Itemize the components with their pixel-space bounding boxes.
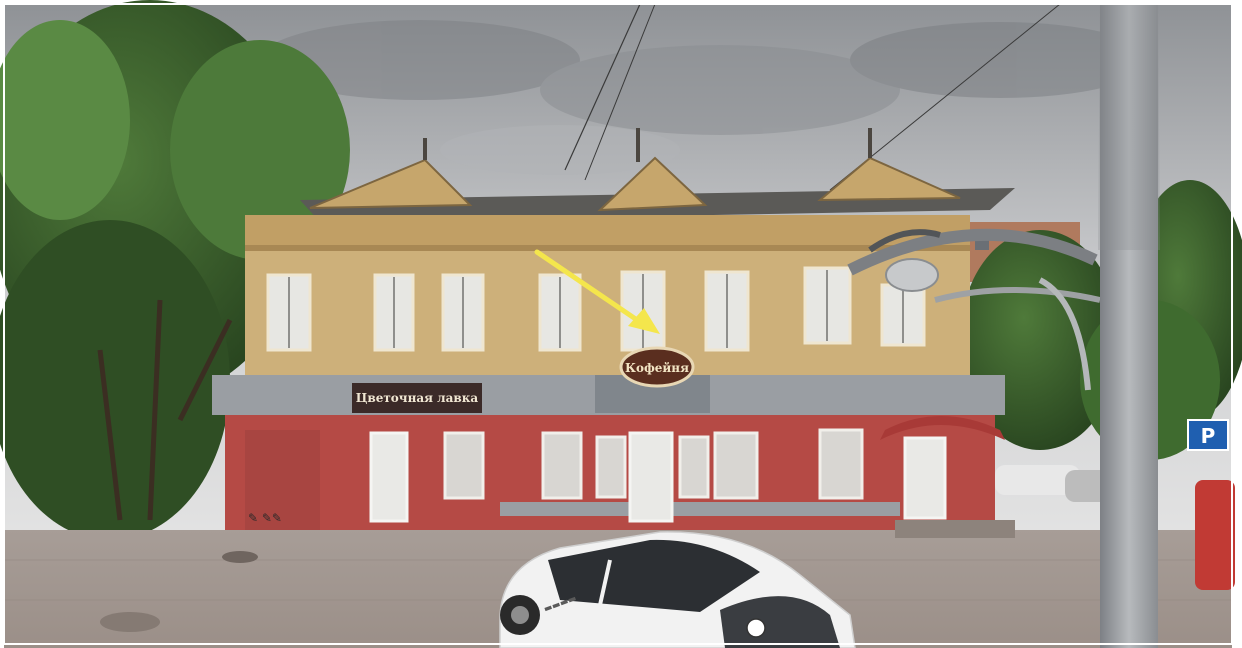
- coffee-shop-sign: Кофейня: [619, 346, 695, 388]
- flower-shop-sign: Цветочная лавка: [352, 383, 482, 413]
- door-right: [903, 436, 947, 520]
- white-car: ▬▬▬▬: [499, 531, 856, 648]
- building: ✎ ✎✎: [212, 128, 1015, 538]
- clouds: [260, 20, 1150, 175]
- door-left: [369, 431, 409, 523]
- arrow-icon: [534, 249, 660, 334]
- power-line: [584, 3, 656, 181]
- manhole: [222, 551, 258, 563]
- street-lamp: [847, 228, 1101, 391]
- coffee-shop-title: Кофейня: [625, 361, 689, 375]
- parking-sign: P: [1187, 419, 1229, 451]
- power-line: [564, 3, 641, 171]
- manhole: [100, 612, 160, 632]
- steps: [895, 520, 1015, 538]
- lower-windows: [443, 428, 864, 500]
- gable-right: [817, 156, 961, 202]
- awning: [880, 416, 1005, 440]
- door-center: [628, 431, 674, 523]
- gable-left: [309, 158, 473, 209]
- tree-left: [0, 0, 350, 540]
- svg-text:✎ ✎✎: ✎ ✎✎: [248, 511, 282, 525]
- gable-center: [597, 156, 708, 212]
- utility-pole: [1100, 4, 1158, 648]
- flower-shop-title: Цветочная лавка: [356, 391, 479, 405]
- parking-sign-label: P: [1201, 424, 1216, 448]
